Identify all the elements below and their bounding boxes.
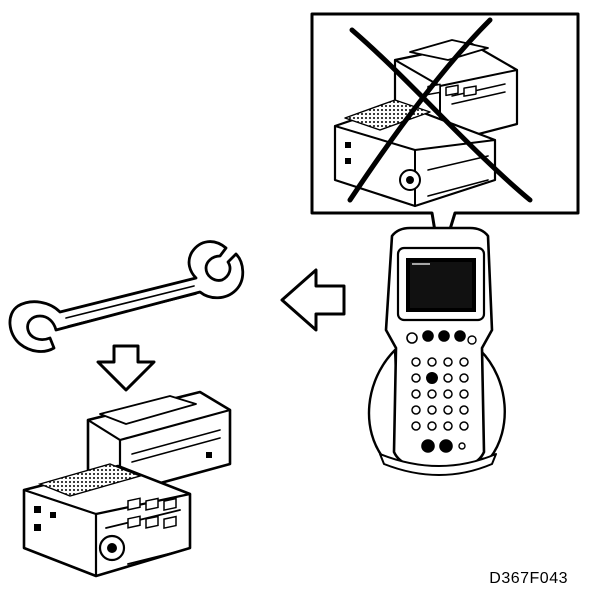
cross-out-icon (347, 17, 533, 203)
figure-code: D367F043 (489, 570, 568, 587)
wrench-icon (8, 240, 245, 353)
scan-tool (367, 226, 506, 476)
radio-unit-programmed (22, 390, 232, 578)
arrow-left-icon (280, 268, 346, 332)
radio-unit-crossed (333, 39, 519, 208)
arrow-down-icon (96, 344, 156, 392)
